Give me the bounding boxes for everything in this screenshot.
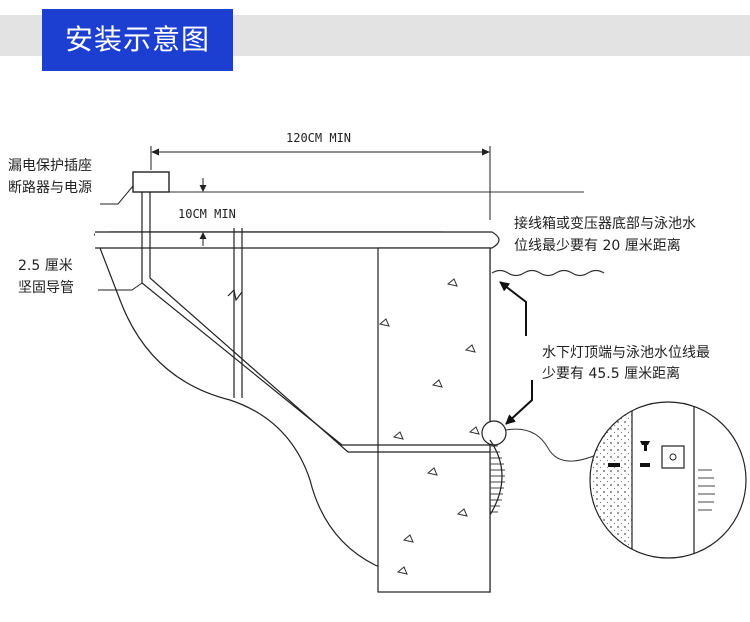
light-label-line2: 少要有 45.5 厘米距离 — [542, 365, 680, 382]
dim-120-arrow-left — [151, 148, 159, 156]
underwater-light-ring — [481, 420, 507, 446]
zoom-bracket — [661, 445, 685, 469]
light-label-line1: 水下灯顶端与泳池水位线最 — [542, 345, 710, 361]
leader-conduit — [98, 282, 143, 291]
pool-deck — [95, 231, 500, 249]
junction-label-line1: 接线箱或变压器底部与泳池水 — [514, 215, 696, 232]
light-fixture-hatch — [490, 445, 505, 513]
dim-120-label: 120CM MIN — [286, 131, 351, 145]
light-fixture-outline — [489, 439, 503, 516]
zoom-inset-frame — [589, 401, 747, 559]
junction-box — [132, 171, 170, 193]
junction-label-line2: 位线最少要有 20 厘米距离 — [514, 237, 681, 254]
arrow-light-distance — [505, 380, 533, 425]
power-label-line2: 断路器与电源 — [8, 180, 92, 196]
concrete-wall — [377, 247, 491, 593]
dim-10-arrowhead-bottom — [199, 232, 207, 239]
zoom-concrete — [590, 402, 632, 558]
dim-10-label: 10CM MIN — [178, 207, 236, 221]
pipe-break — [227, 288, 243, 302]
conduit-label-line1: 2.5 厘米 — [18, 258, 73, 274]
power-label-line1: 漏电保护插座 — [8, 158, 92, 174]
dim-120-arrow-right — [482, 148, 490, 156]
arrow-water-distance — [499, 281, 527, 336]
zoom-screws — [608, 441, 650, 467]
leader-power — [100, 185, 134, 205]
conduit-inner — [149, 192, 490, 453]
water-line — [491, 269, 605, 277]
zoom-cable — [505, 428, 597, 462]
concrete-aggregate — [378, 278, 480, 575]
dim-10-arrowhead-top — [199, 185, 207, 192]
page-title: 安装示意图 — [42, 9, 233, 71]
conduit-label-line2: 坚固导管 — [18, 280, 74, 296]
